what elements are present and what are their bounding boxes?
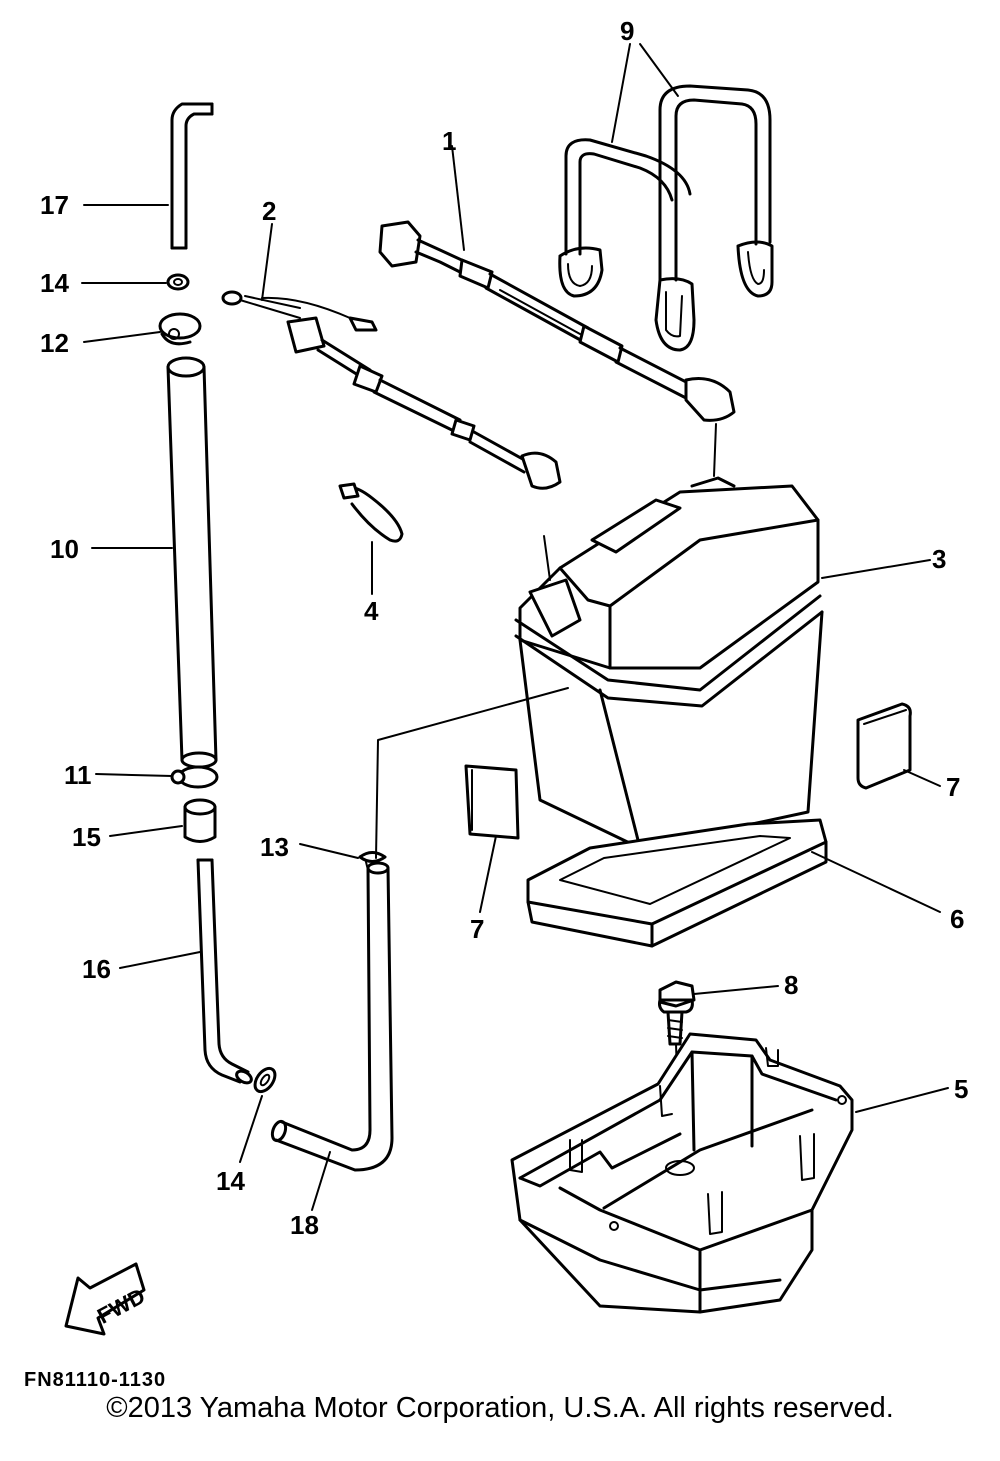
callout-labels: 17 14 12 10 11 15 16 13 14 18 1 2 9 3 4 … xyxy=(40,16,968,1240)
callout-4: 4 xyxy=(364,596,379,626)
callout-11: 11 xyxy=(64,760,92,790)
callout-15: 15 xyxy=(72,822,101,852)
part-13-fitting xyxy=(358,851,387,871)
callout-5: 5 xyxy=(954,1074,968,1104)
callout-7-left: 7 xyxy=(470,914,484,944)
part-17-vent-hose xyxy=(170,102,214,250)
copyright-notice: ©2013 Yamaha Motor Corporation, U.S.A. A… xyxy=(106,1392,894,1424)
callout-10: 10 xyxy=(50,534,79,564)
part-1-positive-cable xyxy=(378,220,736,422)
callout-18: 18 xyxy=(290,1210,319,1240)
callout-leaders xyxy=(81,43,949,1211)
part-4-band xyxy=(338,482,404,543)
callout-14-top: 14 xyxy=(40,268,69,298)
callout-16: 16 xyxy=(82,954,111,984)
part-7-pad-left xyxy=(464,764,520,840)
callout-12: 12 xyxy=(40,328,69,358)
part-14-clip-top xyxy=(166,273,190,291)
part-6-battery-mat xyxy=(526,818,828,948)
callout-8: 8 xyxy=(784,970,798,1000)
part-16-hose xyxy=(196,858,253,1085)
part-15-joint xyxy=(183,798,217,843)
callout-9: 9 xyxy=(620,16,634,46)
callout-3: 3 xyxy=(932,544,946,574)
leader-battery-to-vent xyxy=(375,687,569,859)
part-2-negative-cable xyxy=(221,290,562,490)
part-10-breather-pipe xyxy=(166,356,218,769)
callout-7-right: 7 xyxy=(946,772,960,802)
part-5-battery-box xyxy=(510,1032,854,1314)
part-9-battery-straps xyxy=(558,84,774,352)
part-12-clamp xyxy=(158,312,202,346)
callout-2: 2 xyxy=(262,196,276,226)
fwd-arrow: FWD xyxy=(64,1262,149,1336)
callout-6: 6 xyxy=(950,904,964,934)
callout-13: 13 xyxy=(260,832,289,862)
callout-1: 1 xyxy=(442,126,456,156)
callout-14-bottom: 14 xyxy=(216,1166,245,1196)
part-14-clip-bottom xyxy=(253,1066,277,1094)
part-3-battery xyxy=(514,476,824,850)
part-11-clamp xyxy=(170,765,219,789)
callout-17: 17 xyxy=(40,190,69,220)
diagram-code: FN81110-1130 xyxy=(24,1369,166,1391)
part-7-pad-right xyxy=(856,702,912,790)
part-18-hose xyxy=(270,861,394,1172)
